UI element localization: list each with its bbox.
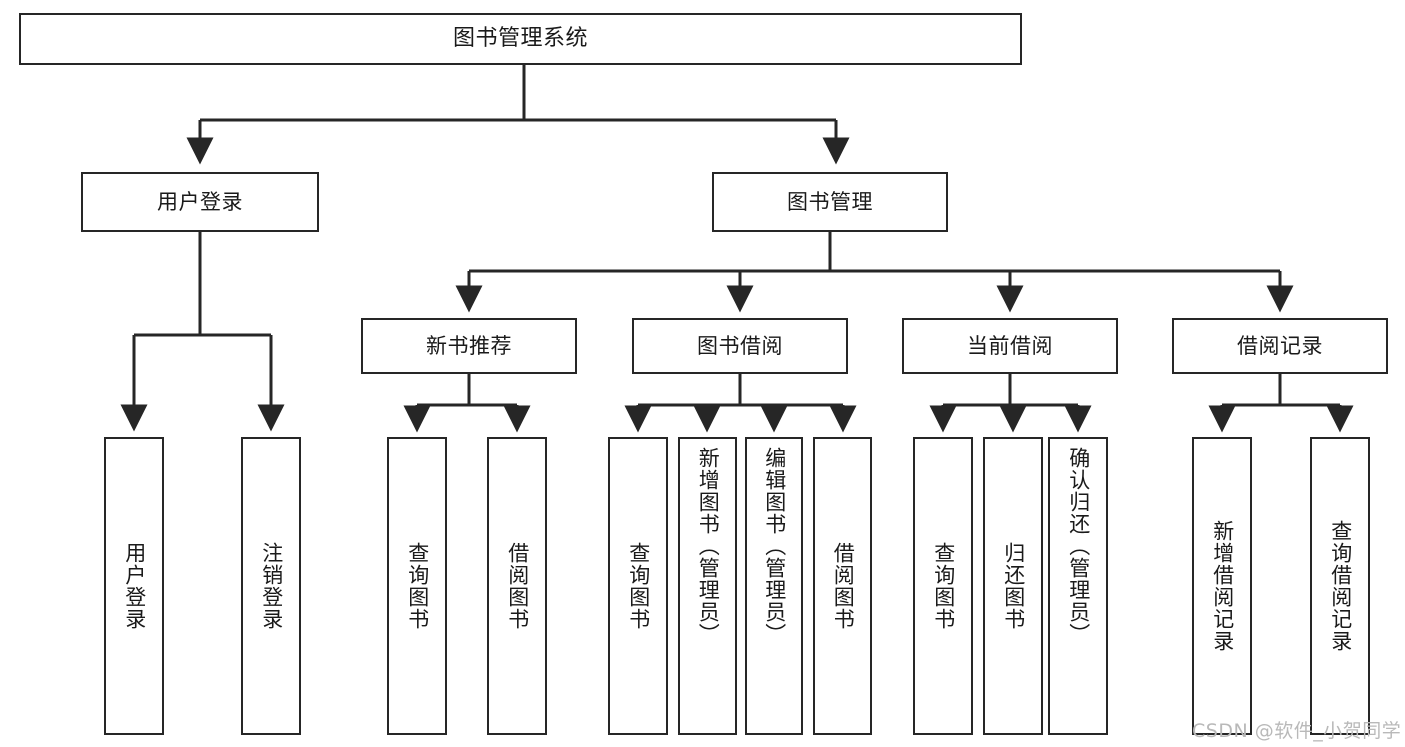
leaf-user-login[interactable]: 用户登录 [104,437,164,735]
leaf-edit-book-admin[interactable]: 编辑图书（管理员） [745,437,803,735]
node-label: 查询图书 [931,542,956,630]
node-user-login[interactable]: 用户登录 [81,172,319,232]
node-label: 注销登录 [259,542,284,630]
leaf-query-books-recommendation[interactable]: 查询图书 [387,437,447,735]
node-label: 编辑图书（管理员） [762,447,787,645]
node-label: 借阅图书 [831,542,856,630]
node-root-book-management-system[interactable]: 图书管理系统 [19,13,1022,65]
leaf-add-book-admin[interactable]: 新增图书（管理员） [678,437,737,735]
csdn-watermark: CSDN @软件_小贺同学 [1192,720,1402,742]
node-label: 查询借阅记录 [1328,520,1353,652]
leaf-query-borrowing-record[interactable]: 查询借阅记录 [1310,437,1370,735]
leaf-logout[interactable]: 注销登录 [241,437,301,735]
node-new-book-recommendation[interactable]: 新书推荐 [361,318,577,374]
node-book-borrowing[interactable]: 图书借阅 [632,318,848,374]
node-label: 当前借阅 [967,333,1053,358]
node-label: 新增借阅记录 [1210,520,1235,652]
node-book-management[interactable]: 图书管理 [712,172,948,232]
node-label: 用户登录 [122,542,147,630]
node-label: 图书借阅 [697,333,783,358]
node-label: 新书推荐 [426,333,512,358]
leaf-query-books-current[interactable]: 查询图书 [913,437,973,735]
node-label: 图书管理系统 [452,26,588,52]
node-label: 确认归还（管理员） [1066,447,1091,645]
leaf-query-books-borrowing[interactable]: 查询图书 [608,437,668,735]
leaf-add-borrowing-record[interactable]: 新增借阅记录 [1192,437,1252,735]
leaf-borrow-books[interactable]: 借阅图书 [813,437,872,735]
node-label: 查询图书 [626,542,651,630]
node-label: 归还图书 [1001,542,1026,630]
node-label: 借阅图书 [505,542,530,630]
node-label: 查询图书 [405,542,430,630]
leaf-borrow-books-recommendation[interactable]: 借阅图书 [487,437,547,735]
node-label: 借阅记录 [1237,333,1323,358]
node-current-borrowing[interactable]: 当前借阅 [902,318,1118,374]
node-label: 图书管理 [787,189,873,214]
node-label: 新增图书（管理员） [696,447,721,645]
node-borrowing-records[interactable]: 借阅记录 [1172,318,1388,374]
leaf-confirm-return-admin[interactable]: 确认归还（管理员） [1048,437,1108,735]
leaf-return-books[interactable]: 归还图书 [983,437,1043,735]
node-label: 用户登录 [157,189,243,214]
